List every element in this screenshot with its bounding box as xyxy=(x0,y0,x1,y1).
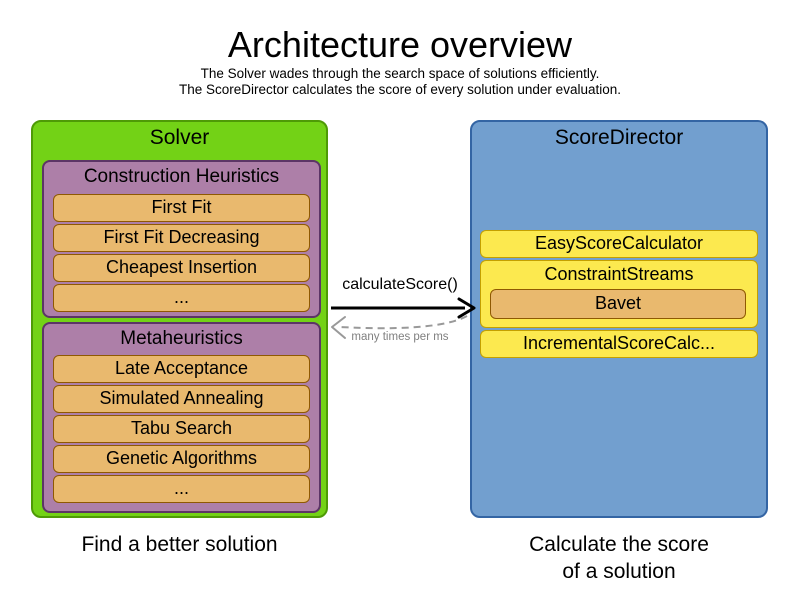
calculator-item-easy-score-calculator: EasyScoreCalculator xyxy=(480,230,758,258)
algorithm-item-genetic-algorithms: Genetic Algorithms xyxy=(53,445,310,473)
calculator-item-incremental-score-calculator: IncrementalScoreCalc... xyxy=(480,330,758,358)
bavet-item: Bavet xyxy=(490,289,746,319)
algorithm-item-simulated-annealing: Simulated Annealing xyxy=(53,385,310,413)
construction-heuristics-box: Construction Heuristics First Fit First … xyxy=(42,160,321,318)
solver-box: Solver Construction Heuristics First Fit… xyxy=(31,120,328,518)
solver-title: Solver xyxy=(149,126,210,149)
algorithm-item-first-fit: First Fit xyxy=(53,194,310,222)
algorithm-item-ellipsis: ... xyxy=(53,475,310,503)
calculator-item-constraint-streams: ConstraintStreams Bavet xyxy=(480,260,758,328)
frequency-label: many times per ms xyxy=(351,331,449,343)
algorithm-item-tabu-search: Tabu Search xyxy=(53,415,310,443)
metaheuristics-box: Metaheuristics Late Acceptance Simulated… xyxy=(42,322,321,513)
score-director-caption: Calculate the score of a solution xyxy=(470,531,768,585)
calculate-score-arrow xyxy=(331,297,476,319)
score-director-caption-line-2: of a solution xyxy=(562,560,676,583)
subtitle-line-2: The ScoreDirector calculates the score o… xyxy=(179,82,621,97)
algorithm-item-ellipsis: ... xyxy=(53,284,310,312)
algorithm-item-cheapest-insertion: Cheapest Insertion xyxy=(53,254,310,282)
calculate-score-label: calculateScore() xyxy=(342,276,458,293)
score-director-caption-line-1: Calculate the score xyxy=(529,533,709,556)
page-title: Architecture overview xyxy=(227,24,573,65)
metaheuristics-title: Metaheuristics xyxy=(120,328,243,349)
algorithm-item-late-acceptance: Late Acceptance xyxy=(53,355,310,383)
construction-heuristics-title: Construction Heuristics xyxy=(83,166,280,187)
constraint-streams-label: ConstraintStreams xyxy=(544,264,694,284)
score-director-box: ScoreDirector EasyScoreCalculator Constr… xyxy=(470,120,768,518)
subtitle-line-1: The Solver wades through the search spac… xyxy=(200,66,600,81)
algorithm-item-first-fit-decreasing: First Fit Decreasing xyxy=(53,224,310,252)
score-director-title: ScoreDirector xyxy=(554,126,684,149)
solver-caption: Find a better solution xyxy=(81,533,278,556)
